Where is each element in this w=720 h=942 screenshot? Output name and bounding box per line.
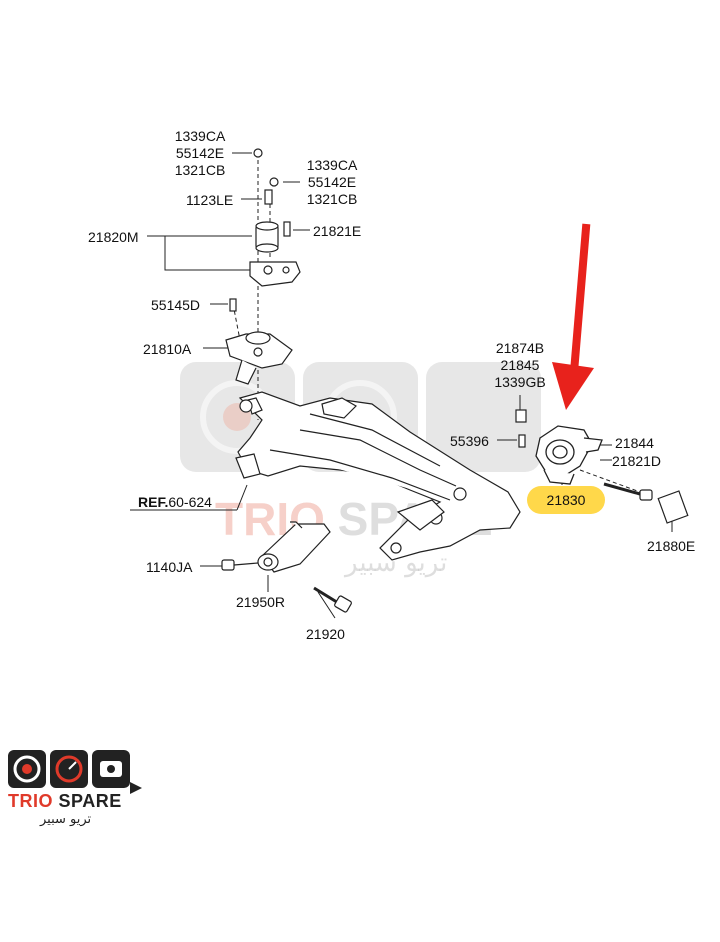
label-55145d: 55145D: [151, 297, 201, 313]
label-21950r: 21950R: [236, 594, 286, 610]
bolt-21920: [313, 586, 352, 613]
ref-number: 60-624: [168, 494, 212, 510]
bracket-21880e: [657, 490, 689, 524]
label-21844: 21844: [615, 435, 654, 451]
bolt-1123le: [264, 189, 273, 205]
label-1339gb: 1339GB: [494, 374, 546, 390]
bolt-1140ja: [221, 559, 259, 571]
label-1123le: 1123LE: [186, 192, 234, 208]
label-group-top-left: 1339CA 55142E 1321CB: [168, 128, 232, 179]
mount-21830: [535, 425, 603, 485]
highlight-21830: [527, 486, 605, 514]
reference-label: REF.60-624: [138, 494, 212, 510]
label-55142e: 55142E: [307, 174, 357, 190]
label-1321cb: 1321CB: [174, 162, 226, 178]
label-21880e: 21880E: [647, 538, 696, 554]
label-1321cb: 1321CB: [306, 191, 358, 207]
sub-frame: [235, 391, 521, 561]
bolt-55396: [518, 434, 526, 448]
watermark-tile-3: [426, 362, 541, 472]
label-21845: 21845: [500, 357, 540, 373]
label-1339ca: 1339CA: [174, 128, 226, 144]
nut-1339ca-right: [269, 177, 279, 187]
brand-logo-graphic: [8, 750, 142, 794]
label-55142e: 55142E: [175, 145, 225, 161]
label-group-top-right: 1339CA 55142E 1321CB: [300, 157, 364, 208]
label-group-right: 21874B 21845 1339GB: [488, 340, 552, 391]
ref-prefix: REF.: [138, 494, 169, 510]
bolt-21821d: [603, 482, 653, 501]
label-1339ca: 1339CA: [306, 157, 358, 173]
brand-logo-name: TRIO SPARE: [8, 791, 122, 811]
insulator-21820m: [255, 221, 279, 253]
label-21821e: 21821E: [313, 223, 362, 239]
bolt-21821e: [283, 221, 291, 237]
mount-21810a: [225, 331, 293, 385]
label-21821d: 21821D: [612, 453, 662, 469]
label-21820m: 21820M: [88, 229, 139, 245]
red-arrow: [552, 223, 594, 410]
brand-logo-arabic: تريو سبير: [40, 812, 92, 827]
label-1140ja: 1140JA: [146, 559, 193, 575]
bolt-55145d: [229, 298, 237, 312]
bracket-21820m: [249, 261, 301, 287]
label-21920: 21920: [306, 626, 345, 642]
label-21874b: 21874B: [495, 340, 545, 356]
nut-21874b: [515, 409, 527, 423]
label-21810a: 21810A: [143, 341, 192, 357]
roll-rod-21950r: [257, 521, 331, 573]
nut-1339ca-top: [253, 148, 263, 158]
label-55396: 55396: [450, 433, 489, 449]
label-21830: 21830: [546, 492, 586, 508]
